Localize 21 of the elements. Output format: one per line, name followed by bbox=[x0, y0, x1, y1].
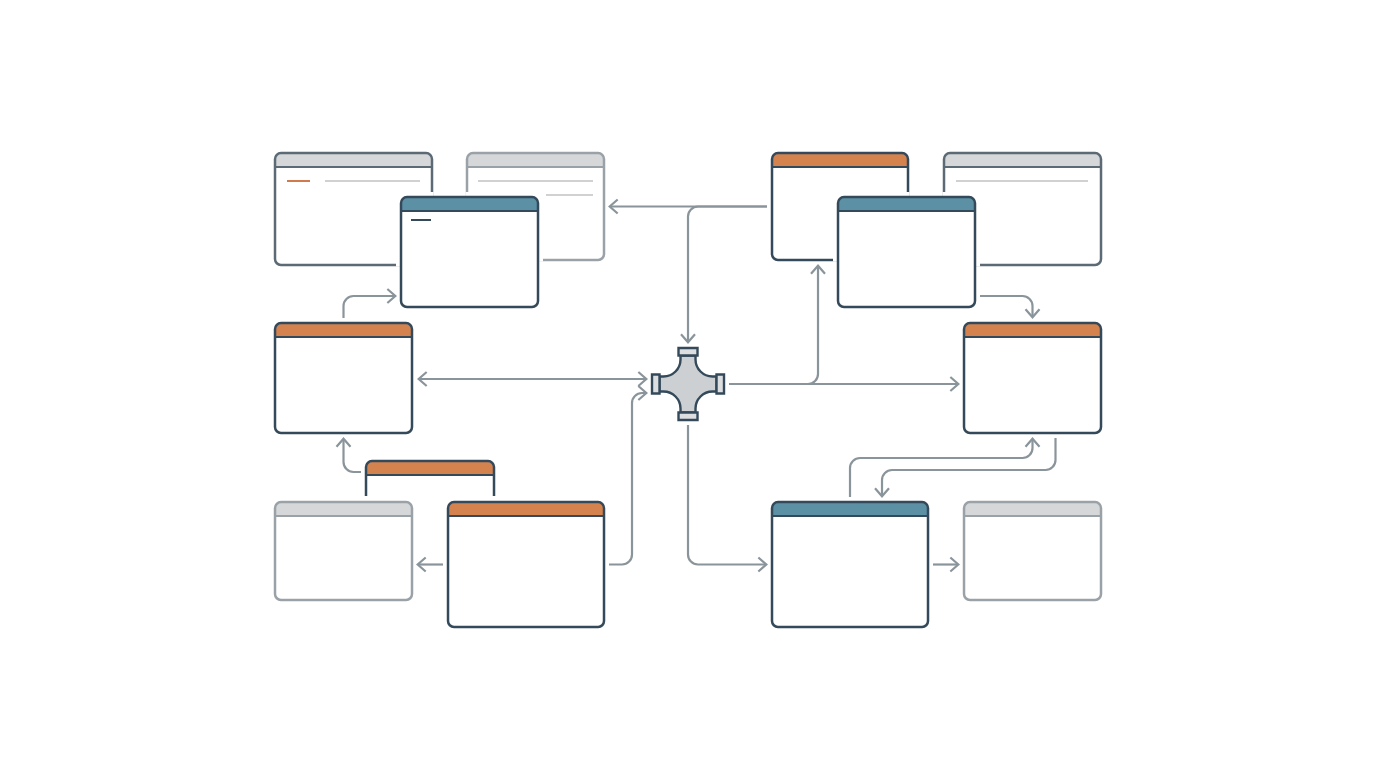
window bbox=[399, 195, 540, 309]
window bbox=[962, 321, 1103, 435]
window bbox=[273, 500, 414, 602]
arrow bbox=[874, 438, 1057, 498]
arrow bbox=[729, 264, 826, 386]
arrow bbox=[980, 294, 1041, 319]
window bbox=[446, 500, 606, 629]
window bbox=[962, 500, 1103, 602]
window bbox=[364, 459, 496, 496]
window bbox=[770, 500, 930, 629]
window bbox=[273, 321, 414, 435]
double-arrow bbox=[417, 371, 648, 387]
arrow bbox=[680, 205, 767, 344]
arrow bbox=[609, 385, 648, 566]
window bbox=[836, 195, 977, 309]
arrow bbox=[933, 556, 960, 573]
cross-junction bbox=[650, 346, 726, 422]
arrow bbox=[686, 425, 768, 573]
arrow bbox=[848, 437, 1041, 497]
arrow bbox=[416, 556, 443, 573]
arrow bbox=[342, 288, 397, 318]
